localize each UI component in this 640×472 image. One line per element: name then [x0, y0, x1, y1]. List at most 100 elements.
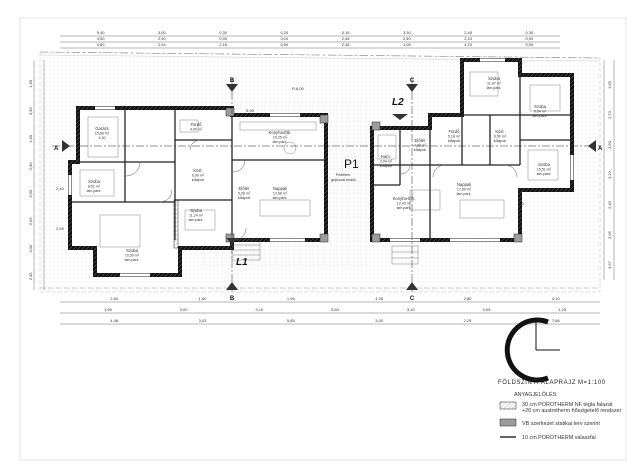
room-floor: lam.park. [533, 114, 548, 118]
dim-left: 3,00 [28, 244, 33, 253]
dim-bottom-2: 3,00 [180, 307, 189, 312]
room-floor: kőlapok [448, 139, 461, 143]
room-area: 17,60 m² [457, 188, 472, 192]
legend-item-1: 30 cm POROTHERM NF tégla falazat [522, 402, 613, 408]
room-name: Garázs [95, 126, 109, 131]
room-floor: lam.park. [537, 172, 552, 176]
room-name: Szoba [534, 104, 547, 109]
room-floor: lam.park. [125, 258, 140, 262]
dim-bottom-3: 4,48 [110, 318, 119, 323]
entrance-l2: L2 [392, 97, 404, 108]
dim-top-2: 4,50 [97, 36, 106, 41]
legend-item-1b: +20 cm austrotherm hőszigetelő rendszer [522, 408, 622, 414]
dim-top-1: 5,40 [97, 30, 106, 35]
room-name: Szoba [88, 179, 101, 184]
dim-top-2: 2,40 [403, 36, 412, 41]
room-floor: lam.park. [189, 218, 204, 222]
section-b-bottom: B [230, 296, 235, 302]
dim-right: 3,95 [607, 230, 612, 239]
room-floor: lam.park. [273, 140, 288, 144]
dim-top-2: 2,90 [158, 36, 167, 41]
legend-heading: ANYAGJELÖLÉS: [514, 391, 558, 398]
room-area: 10,50 m² [125, 254, 140, 258]
doors-windows [68, 58, 574, 277]
dim-right: 3,90 [607, 140, 612, 149]
room-area: 8,51 m² [88, 185, 101, 189]
room-name: Konyha-Étk. [269, 130, 292, 135]
dim-bottom-3: 3,00 [375, 318, 384, 323]
dim-bottom-2: 5,50 [331, 307, 340, 312]
room-name: Közl. [193, 168, 202, 173]
legend-swatch-grey [499, 418, 517, 427]
room-name: Előtér [239, 186, 251, 191]
dim-bottom-3: 3,03 [199, 318, 208, 323]
dim-top-3: 4,80 [97, 42, 106, 47]
room-area: 6,50 m² [494, 135, 507, 139]
dim-top-3: 2,54 [158, 42, 167, 47]
dimension-lines [33, 35, 615, 325]
entrance-l1: L1 [236, 257, 248, 268]
room-area: 11,47 m² [487, 82, 502, 86]
dim-top-2: 0,90 [219, 36, 228, 41]
room-floor: kőlapok [192, 178, 205, 182]
section-c-top: C [410, 78, 415, 84]
room-floor: lam.park. [397, 206, 412, 210]
dim-bottom-1: 4,05 [375, 296, 384, 301]
dim-right: 1,65 [607, 80, 612, 89]
north-symbol [504, 317, 560, 383]
dim-top-3: 2,48 [342, 42, 351, 47]
room-floor: lam.park. [87, 189, 102, 193]
drawing-title: FÖLDSZINTI ALAPRAJZ [498, 379, 576, 386]
dim-top-2: 0,90 [525, 36, 534, 41]
dim-top-1: 3,30 [403, 30, 412, 35]
dim-bottom-3: 2,25 [464, 318, 473, 323]
room-floor: kőlapok [238, 196, 251, 200]
room-area: 11,24 m² [189, 214, 204, 218]
dim-top-1: 0,30 [219, 30, 228, 35]
dim-left: 2,45 [28, 272, 33, 281]
dim-bottom-2: 3,05 [483, 307, 492, 312]
dim-bottom-1: 1,60 [199, 296, 208, 301]
section-a-right: A [598, 146, 603, 152]
dim-left: 3,30 [28, 107, 33, 116]
legend: 30 cm POROTHERM NF tégla falazat +20 cm … [499, 401, 622, 441]
parking-label: P1 [344, 157, 359, 171]
room-name: Előtér [415, 138, 427, 143]
dim-left: 1,90 [28, 134, 33, 143]
room-name: Szoba [538, 162, 551, 167]
dim-bottom-2: 3,10 [255, 307, 264, 312]
drawing-frame [19, 17, 627, 461]
dim-bottom-1: 1,95 [287, 296, 296, 301]
room-area: 9,94 m² [534, 110, 547, 114]
room-area: 4,90 m² [190, 128, 203, 132]
dim-right: 3,20 [607, 170, 612, 179]
dim-top-3: 2,16 [219, 42, 228, 47]
legend-item-3: 10 cm POROTHERM válaszfal [522, 435, 596, 441]
dim-inner: 2,45 [56, 226, 65, 231]
section-b-top: B [230, 78, 235, 84]
room-name: Közl. [495, 129, 504, 134]
dim-top-1: 3,00 [158, 30, 167, 35]
room-name: Fürdő [449, 129, 461, 134]
dim-top-2: 2,45 [342, 36, 351, 41]
section-markers [52, 78, 600, 292]
section-c-bottom: C [410, 296, 415, 302]
room-name: Szoba [488, 76, 501, 81]
dim-right: 3,67 [607, 260, 612, 269]
dim-top-1: 0,20 [280, 30, 289, 35]
room-area: 15,51 m² [537, 168, 552, 172]
room-floor: kőlapok [494, 139, 507, 143]
dim-top-3: 1,05 [403, 42, 412, 47]
dim-inner: 2,40 [56, 186, 65, 191]
furniture [79, 71, 561, 248]
room-name: Fürdő [191, 122, 203, 127]
room-name: Nappali [273, 186, 287, 191]
dim-bottom-1: 4,10 [552, 296, 561, 301]
room-floor: kőlapok [380, 164, 393, 168]
room-area: 10,25 m² [273, 136, 288, 140]
dim-top-1: 0,30 [525, 30, 534, 35]
dim-top-3: 0,90 [525, 42, 534, 47]
dim-top-1: 3,15 [342, 30, 351, 35]
dim-bottom-2: 1,95 [104, 307, 113, 312]
